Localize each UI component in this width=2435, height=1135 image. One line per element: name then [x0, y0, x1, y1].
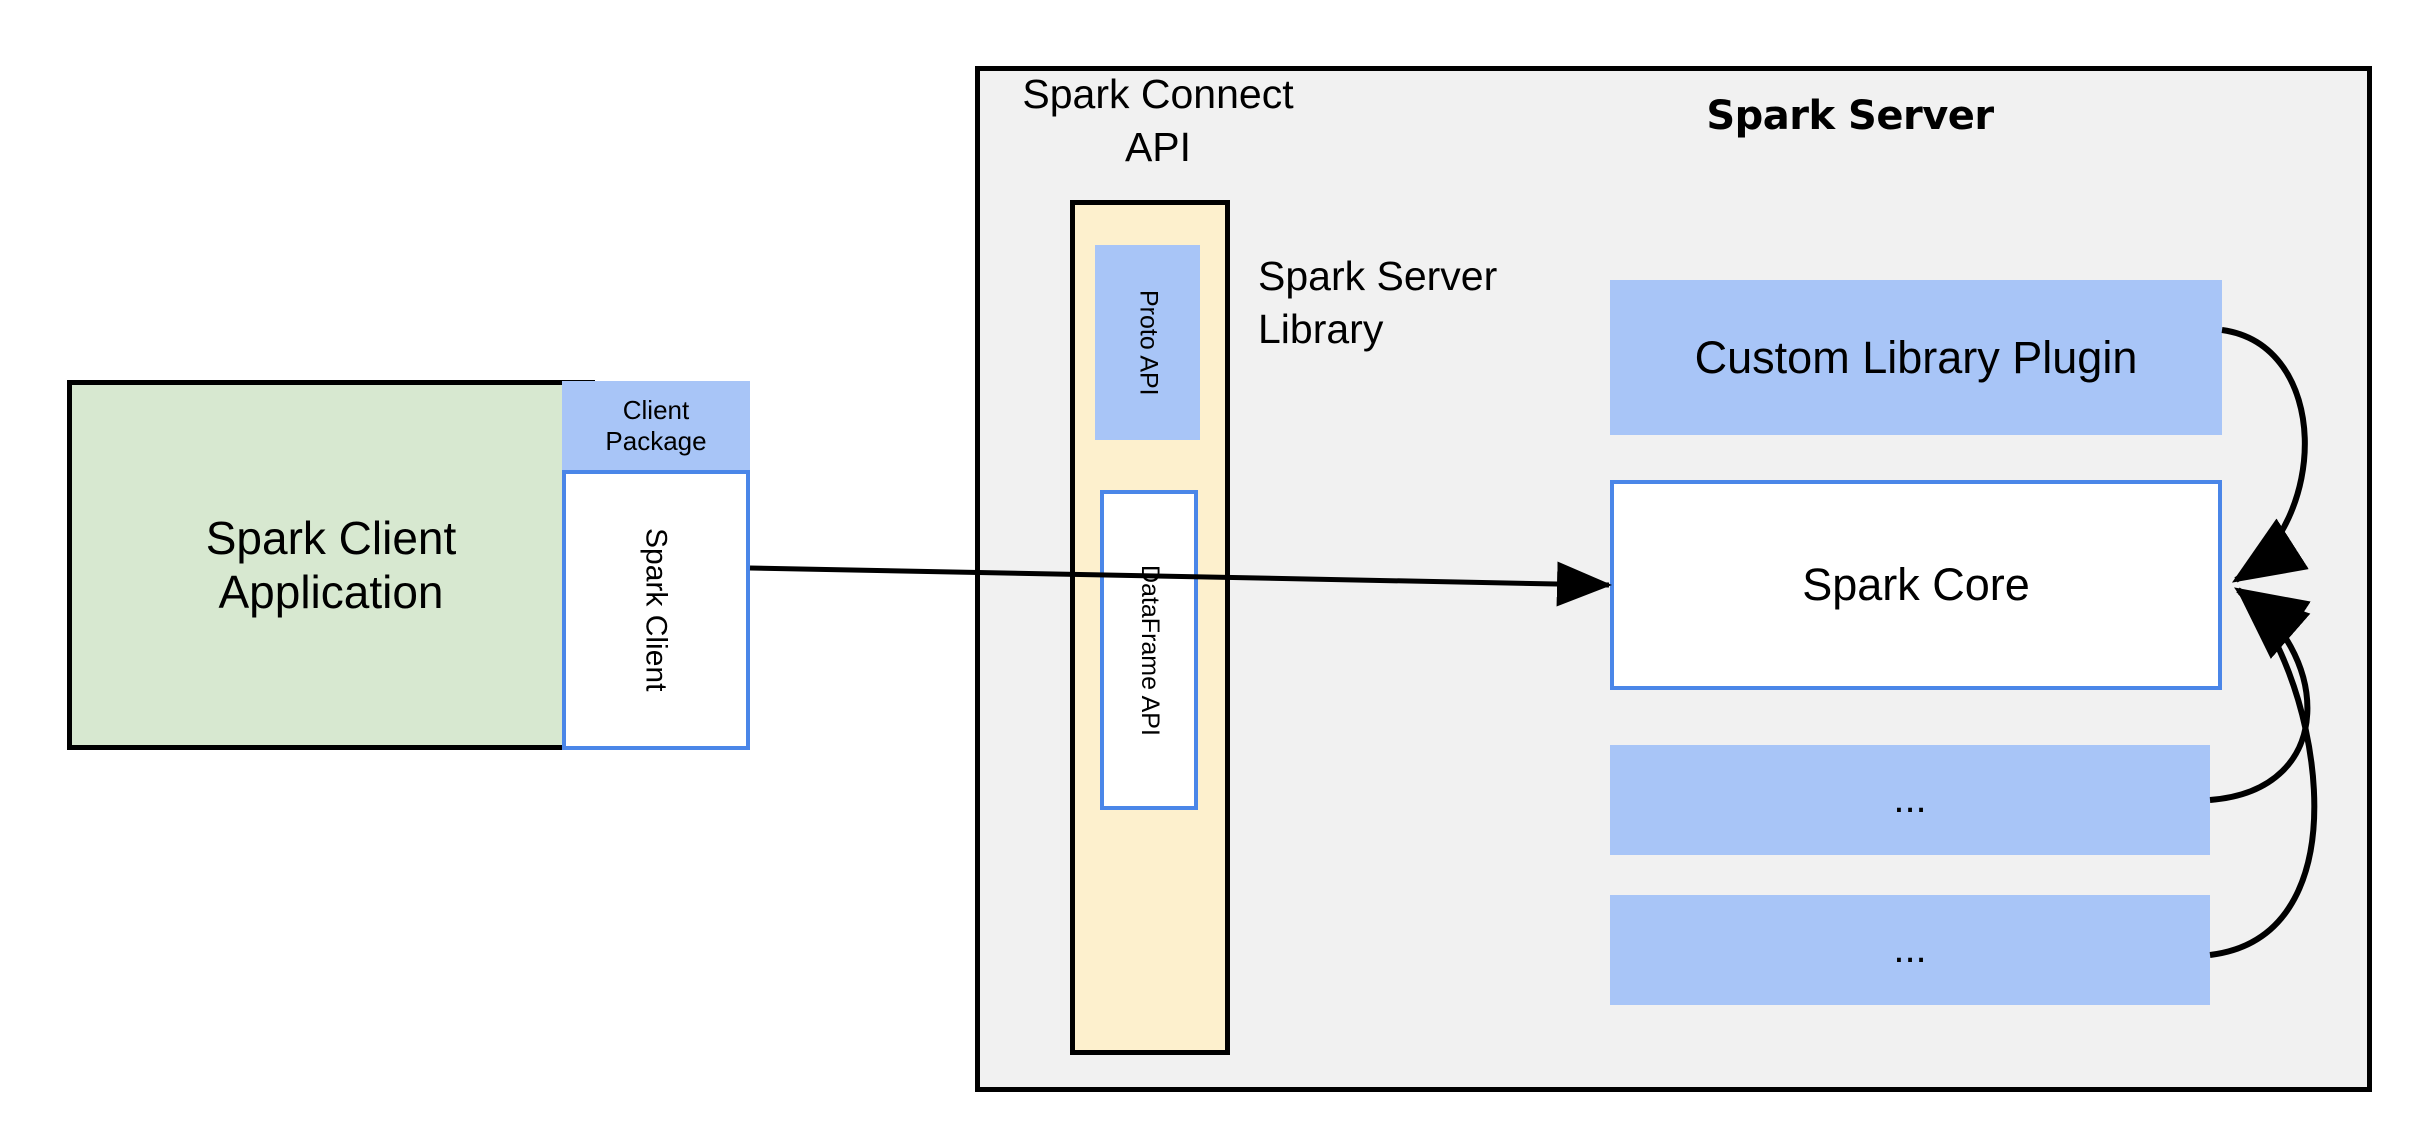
- ellipsis-box-2[interactable]: ...: [1610, 895, 2210, 1005]
- proto-api-label: Proto API: [1134, 289, 1163, 396]
- dataframe-api-box[interactable]: DataFrame API: [1100, 490, 1198, 810]
- proto-api-box[interactable]: Proto API: [1095, 245, 1200, 440]
- custom-library-plugin-box[interactable]: Custom Library Plugin: [1610, 280, 2222, 435]
- ellipsis-box-1[interactable]: ...: [1610, 745, 2210, 855]
- ellipsis-label-2: ...: [1893, 927, 1927, 972]
- spark-client-label: Spark Client: [639, 528, 673, 692]
- custom-library-plugin-label: Custom Library Plugin: [1694, 331, 2138, 383]
- spark-client-box[interactable]: Spark Client: [562, 470, 750, 750]
- dataframe-api-label: DataFrame API: [1135, 564, 1164, 736]
- spark-core-label: Spark Core: [1802, 559, 2030, 611]
- spark-server-title: Spark Server: [1706, 93, 1994, 140]
- ellipsis-label-1: ...: [1893, 777, 1927, 822]
- spark-core-box[interactable]: Spark Core: [1610, 480, 2222, 690]
